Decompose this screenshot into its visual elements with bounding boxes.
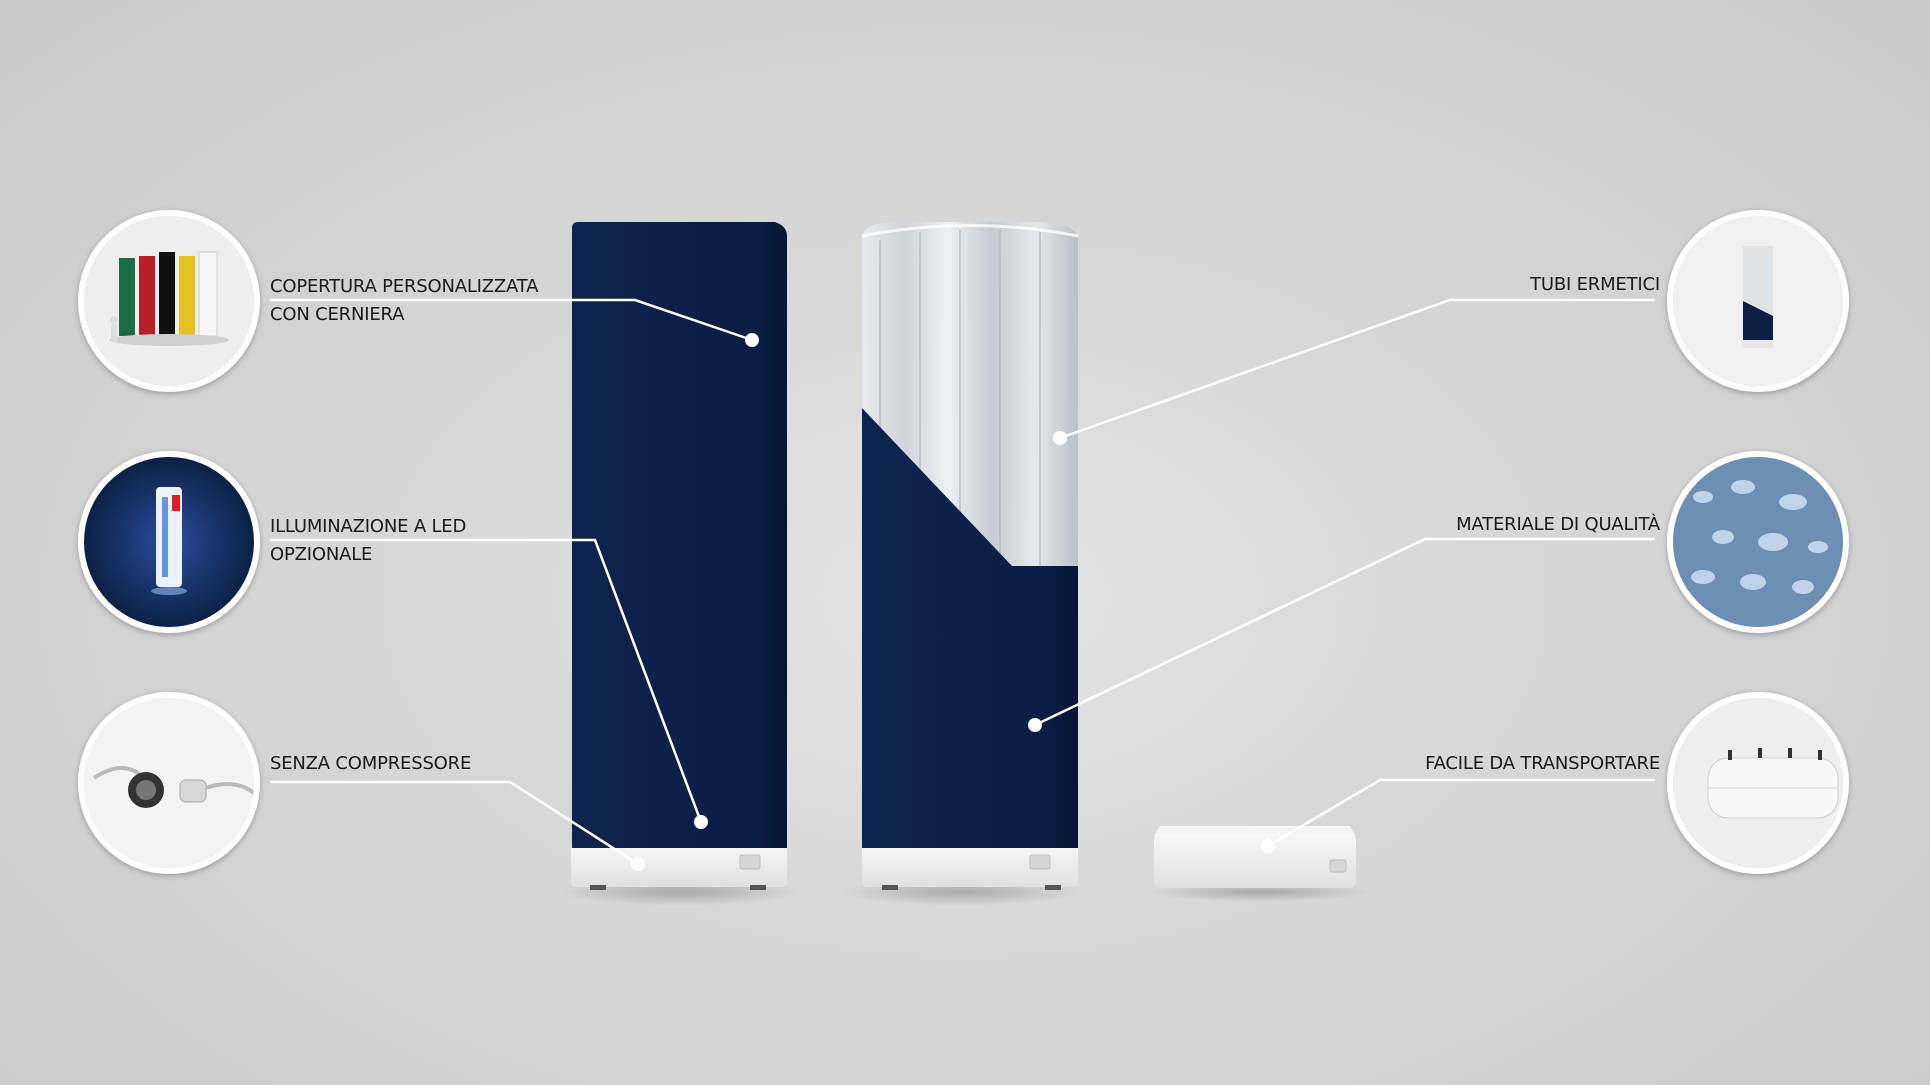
thumb-colored-covers xyxy=(78,210,260,392)
label-compressore: SENZA COMPRESSORE xyxy=(270,753,472,774)
label-copertura: COPERTURA PERSONALIZZATA CON CERNIERA xyxy=(270,276,539,325)
thumb-round-base xyxy=(1667,692,1849,874)
transport-box xyxy=(1154,826,1356,888)
label-trasporto: FACILE DA TRANSPORTARE xyxy=(1425,753,1660,774)
label-tubi: TUBI ERMETICI xyxy=(1530,274,1660,295)
tube-column xyxy=(861,222,1079,890)
thumb-led-column xyxy=(78,451,260,633)
label-illuminazione: ILLUMINAZIONE A LED OPZIONALE xyxy=(270,516,467,565)
thumb-airtight-tube xyxy=(1667,210,1849,392)
label-materiale: MATERIALE DI QUALITÀ xyxy=(1456,514,1660,535)
callout-dots xyxy=(631,333,1275,871)
thumb-power-plug xyxy=(78,692,260,874)
callout-lines xyxy=(270,298,1655,866)
thumb-water-droplets xyxy=(1667,451,1849,633)
covered-column xyxy=(571,222,787,890)
